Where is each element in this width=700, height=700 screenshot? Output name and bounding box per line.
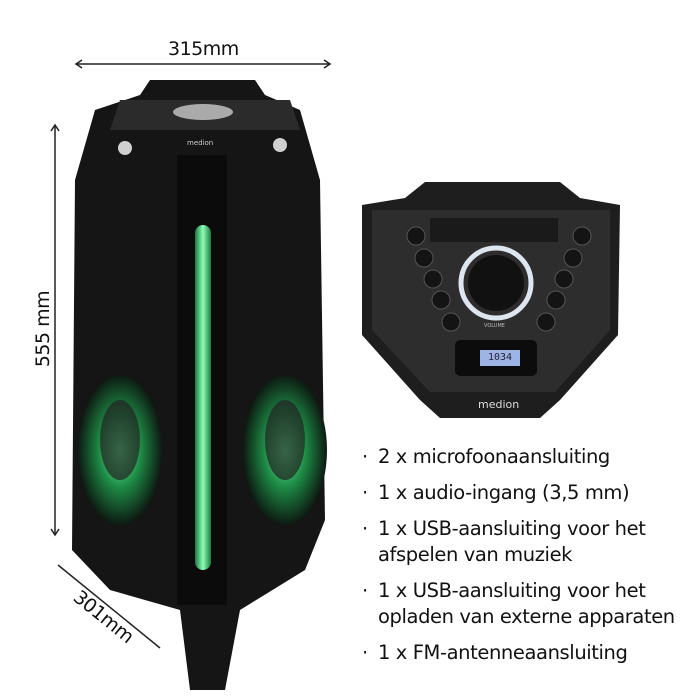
height-dimension-label: 555 mm — [32, 290, 54, 368]
speaker-front-view — [72, 80, 327, 690]
feature-item: ·1 x audio-ingang (3,5 mm) — [362, 481, 630, 504]
feature-list: ·2 x microfoonaansluiting ·1 x audio-ing… — [362, 444, 700, 676]
width-dimension-line — [74, 59, 332, 69]
led-light-bar — [195, 225, 211, 570]
brand-logo-top: medion — [478, 398, 520, 411]
depth-dimension-line — [57, 564, 161, 649]
feature-item: ·1 x USB-aansluiting voor het opladen va… — [362, 579, 675, 628]
width-dimension-label: 315mm — [168, 38, 239, 60]
height-dimension-line — [50, 123, 60, 537]
feature-item: ·1 x FM-antenneaansluiting — [362, 641, 628, 664]
feature-item: ·2 x microfoonaansluiting — [362, 445, 610, 468]
lcd-display-value: 1034 — [488, 352, 513, 363]
feature-item: ·1 x USB-aansluiting voor het afspelen v… — [362, 517, 646, 566]
brand-logo-front: medion — [187, 139, 214, 147]
lcd-display — [480, 350, 520, 366]
speaker-top-panel-view — [362, 182, 620, 418]
volume-label: VOLUME — [484, 323, 505, 329]
